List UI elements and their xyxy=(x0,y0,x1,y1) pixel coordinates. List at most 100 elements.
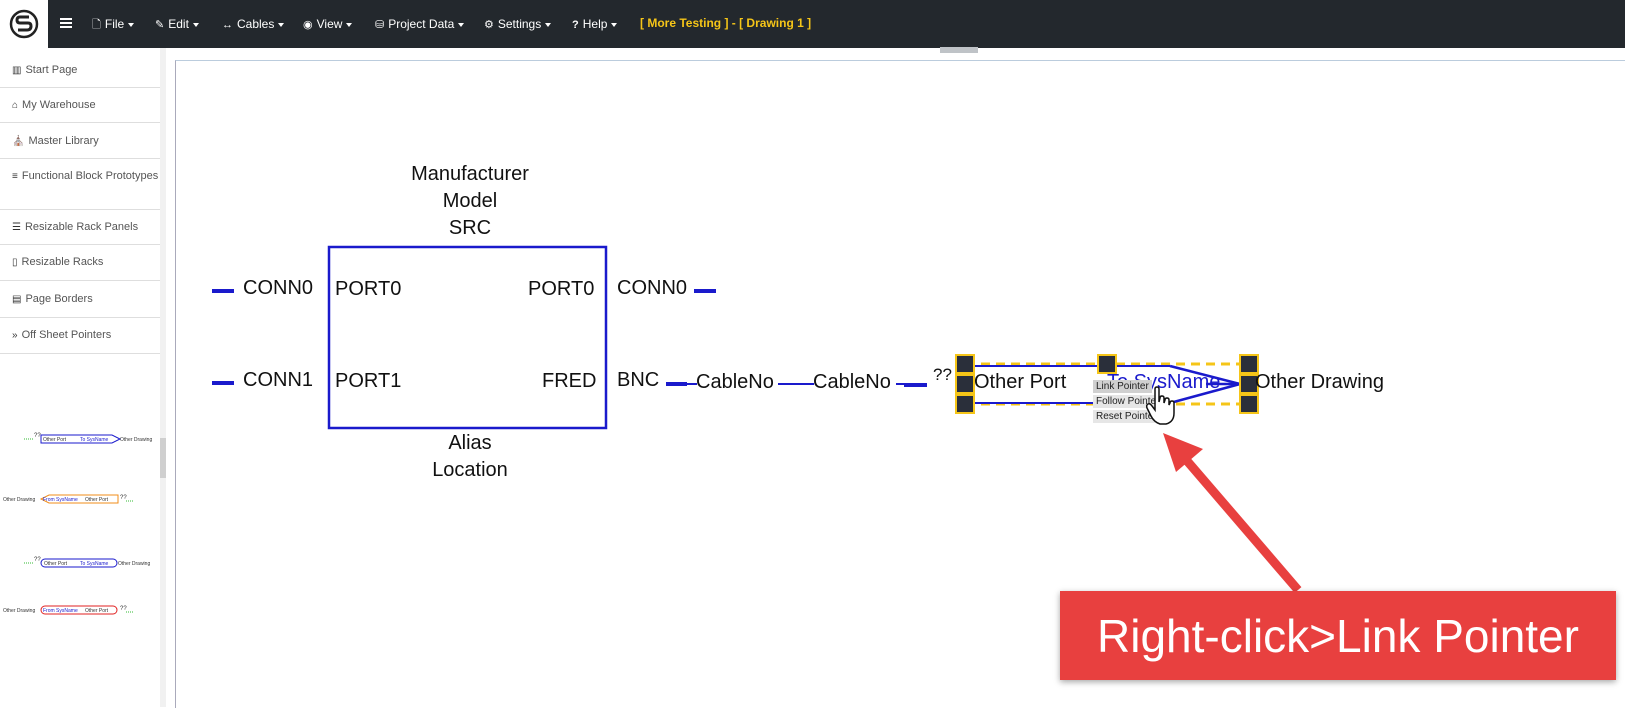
pointer-thumbnails: ?? Other Port To SysName Other Drawing O… xyxy=(3,433,152,568)
hamburger-icon xyxy=(60,18,72,28)
sidebar-item-resizable-rack-panels[interactable]: ☰Resizable Rack Panels xyxy=(0,210,160,245)
menu-cables[interactable]: ↔Cables xyxy=(222,15,285,33)
rack-panel-icon: ☰ xyxy=(12,222,21,233)
sidebar-item-off-sheet-pointers[interactable]: »Off Sheet Pointers xyxy=(0,318,160,354)
app-logo[interactable] xyxy=(0,0,48,48)
svg-text:From SysName: From SysName xyxy=(43,608,78,614)
columns-icon: ▥ xyxy=(12,65,22,76)
caret-down-icon xyxy=(458,22,465,27)
panel-resize-handle[interactable] xyxy=(940,47,978,53)
caret-down-icon xyxy=(278,22,285,27)
callout-arrow xyxy=(1163,433,1302,593)
context-menu-link-pointer[interactable]: Link Pointer xyxy=(1093,380,1152,393)
svg-text:Other Drawing: Other Drawing xyxy=(120,437,152,443)
svg-text:Other Drawing: Other Drawing xyxy=(118,561,150,567)
block-location: Location xyxy=(432,459,508,481)
library-icon: ⛪ xyxy=(12,136,25,147)
menu-edit[interactable]: ✎Edit xyxy=(155,15,199,33)
conn-left-0[interactable]: CONN0 xyxy=(243,277,314,299)
sidebar-item-my-warehouse[interactable]: ⌂My Warehouse xyxy=(0,88,160,123)
svg-text:Other Drawing: Other Drawing xyxy=(3,608,35,614)
question-icon: ? xyxy=(572,19,579,31)
callout-banner: Right-click>Link Pointer xyxy=(1060,591,1616,680)
context-menu-follow-pointer[interactable]: Follow Pointer xyxy=(1093,395,1163,408)
port-right-1[interactable]: FRED xyxy=(542,370,597,392)
svg-text:??: ?? xyxy=(34,557,41,563)
caret-down-icon xyxy=(611,22,618,27)
thumbnail-pointer-left-orange[interactable]: Other Drawing From SysName Other Port ?? xyxy=(3,494,134,504)
file-icon: 🗋 xyxy=(92,19,101,31)
port-right-0[interactable]: PORT0 xyxy=(528,278,595,300)
svg-text:Other Port: Other Port xyxy=(43,437,67,443)
svg-text:Other Port: Other Port xyxy=(44,561,68,567)
conn-right-0[interactable]: CONN0 xyxy=(617,277,688,299)
menu-file[interactable]: 🗋File xyxy=(92,15,135,33)
menu-view[interactable]: ◉View xyxy=(303,15,353,33)
caret-down-icon xyxy=(346,22,353,27)
selection-handle[interactable] xyxy=(1239,354,1259,374)
project-title: [ More Testing ] - [ Drawing 1 ] xyxy=(640,16,812,30)
logo-icon xyxy=(9,9,39,39)
cable-label-2[interactable]: CableNo xyxy=(813,371,891,393)
sidebar-item-master-library[interactable]: ⛪Master Library xyxy=(0,123,160,159)
block-src: SRC xyxy=(448,217,492,239)
svg-text:??: ?? xyxy=(34,433,41,439)
port-left-0[interactable]: PORT0 xyxy=(335,278,402,300)
double-chevron-icon: » xyxy=(12,330,18,341)
selection-handle[interactable] xyxy=(1239,394,1259,414)
menu-settings[interactable]: ⚙Settings xyxy=(484,15,552,33)
svg-text:??: ?? xyxy=(120,606,127,612)
conn-right-1[interactable]: BNC xyxy=(617,369,660,391)
sidebar-scrollbar[interactable] xyxy=(160,48,166,707)
svg-text:Other Port: Other Port xyxy=(85,608,109,614)
port-left-1[interactable]: PORT1 xyxy=(335,370,402,392)
selection-handle[interactable] xyxy=(955,354,975,374)
selection-handle[interactable] xyxy=(1097,354,1117,374)
menu-project-data[interactable]: ⛁Project Data xyxy=(375,15,465,33)
edit-icon: ✎ xyxy=(155,19,165,31)
sidebar-item-resizable-racks[interactable]: ▯Resizable Racks xyxy=(0,245,160,281)
conn-left-1[interactable]: CONN1 xyxy=(243,369,314,391)
hand-cursor-icon xyxy=(1146,386,1175,425)
sidebar-item-start-page[interactable]: ▥Start Page xyxy=(0,54,160,88)
sidebar: ▥Start Page ⌂My Warehouse ⛪Master Librar… xyxy=(0,48,163,707)
caret-down-icon xyxy=(545,22,552,27)
hamburger-menu-button[interactable] xyxy=(60,15,72,33)
rack-icon: ▯ xyxy=(12,257,18,268)
selection-handle[interactable] xyxy=(1239,374,1259,394)
block-model: Model xyxy=(442,190,498,212)
caret-down-icon xyxy=(192,22,199,27)
sidebar-item-page-borders[interactable]: ▤Page Borders xyxy=(0,281,160,318)
thumbnail-pointer-right-blue-2[interactable]: ?? Other Port To SysName Other Drawing xyxy=(24,557,150,568)
top-navbar: 🗋File ✎Edit ↔Cables ◉View ⛁Project Data … xyxy=(0,0,1625,48)
context-menu-reset-pointer[interactable]: Reset Pointer xyxy=(1093,410,1160,423)
block-alias: Alias xyxy=(448,432,492,454)
pointer-question: ?? xyxy=(933,365,952,384)
cable-label-1[interactable]: CableNo xyxy=(696,371,774,393)
pointer-other-port[interactable]: Other Port xyxy=(974,371,1067,393)
sidebar-item-functional-block-prototypes[interactable]: ≡Functional Block Prototypes xyxy=(0,159,160,210)
page-border-icon: ▤ xyxy=(12,294,22,305)
svg-text:From SysName: From SysName xyxy=(43,497,78,503)
svg-text:??: ?? xyxy=(120,495,127,501)
thumbnail-pointer-right-blue[interactable]: ?? Other Port To SysName Other Drawing xyxy=(24,433,152,444)
svg-text:To SysName: To SysName xyxy=(80,437,109,443)
eye-icon: ◉ xyxy=(303,19,313,31)
block-manufacturer: Manufacturer xyxy=(411,163,529,185)
database-icon: ⛁ xyxy=(375,19,385,31)
stack-icon: ≡ xyxy=(12,171,18,182)
pointer-other-drawing[interactable]: Other Drawing xyxy=(1255,371,1384,393)
arrows-icon: ↔ xyxy=(222,19,233,31)
svg-text:Other Drawing: Other Drawing xyxy=(3,497,35,503)
selection-handle[interactable] xyxy=(955,394,975,414)
selection-handle[interactable] xyxy=(955,374,975,394)
warehouse-icon: ⌂ xyxy=(12,100,19,111)
functional-block[interactable] xyxy=(327,245,608,430)
scrollbar-thumb[interactable] xyxy=(160,438,166,478)
thumbnail-pointer-left-red[interactable]: Other Drawing From SysName Other Port ?? xyxy=(0,598,160,628)
svg-text:To SysName: To SysName xyxy=(80,561,109,567)
svg-text:Other Port: Other Port xyxy=(85,497,109,503)
menu-help[interactable]: ?Help xyxy=(572,15,618,33)
gear-icon: ⚙ xyxy=(484,19,494,31)
caret-down-icon xyxy=(128,22,135,27)
